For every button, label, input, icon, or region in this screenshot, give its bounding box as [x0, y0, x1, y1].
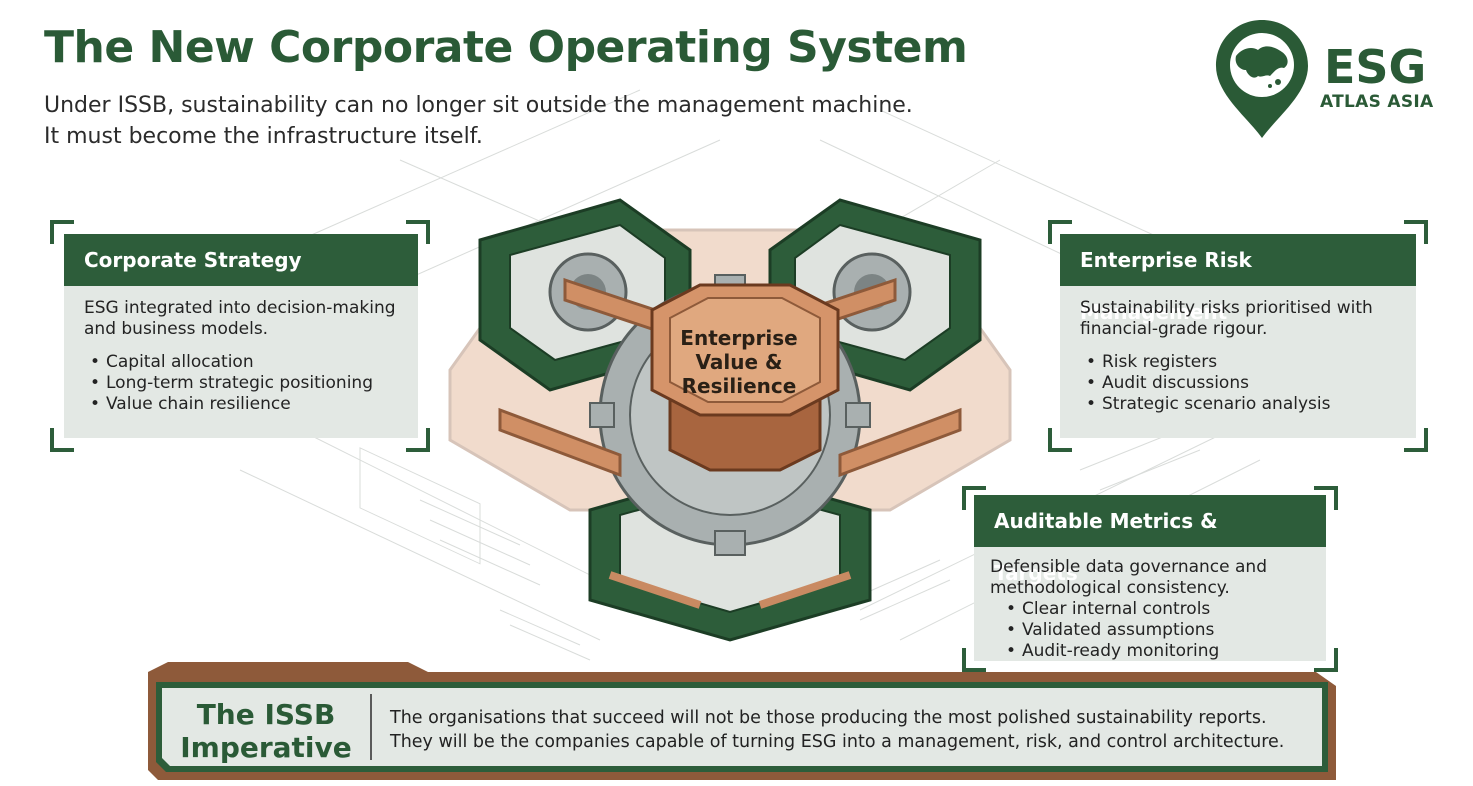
card-bullet-list: Capital allocation Long-term strategic p…	[84, 352, 398, 415]
list-item: Clear internal controls	[1000, 599, 1310, 620]
subtitle-line-1: Under ISSB, sustainability can no longer…	[44, 93, 913, 118]
subtitle-line-2: It must become the infrastructure itself…	[44, 124, 483, 149]
page-subtitle: Under ISSB, sustainability can no longer…	[44, 90, 1094, 152]
hub-label-line-1: Enterprise	[680, 326, 798, 350]
esg-atlas-asia-logo: ESG ATLAS ASIA	[1212, 18, 1462, 143]
card-bracket	[1314, 648, 1338, 672]
card-bullet-list: Risk registers Audit discussions Strateg…	[1080, 352, 1396, 415]
card-description: ESG integrated into decision-making and …	[84, 298, 398, 340]
logo-brand: ESG	[1324, 40, 1427, 94]
enterprise-risk-management-card: Enterprise Risk Management Sustainabilit…	[1060, 234, 1416, 438]
banner-frame	[148, 662, 1336, 780]
card-bullet-list: Clear internal controls Validated assump…	[990, 599, 1310, 662]
card-bracket	[50, 220, 74, 244]
banner-text-line: They will be the companies capable of tu…	[390, 732, 1285, 752]
hub-label-line-3: Resilience	[681, 374, 797, 398]
operating-system-machine-illustration	[448, 198, 1012, 642]
card-bracket	[406, 428, 430, 452]
list-item: Audit-ready monitoring	[1000, 641, 1310, 662]
card-body: Defensible data governance and methodolo…	[974, 547, 1326, 672]
card-description: Sustainability risks prioritised with fi…	[1080, 298, 1396, 340]
issb-imperative-banner: The ISSB Imperative The organisations th…	[148, 662, 1336, 780]
card-bracket	[406, 220, 430, 244]
card-bracket	[1404, 220, 1428, 244]
card-description-line: methodological consistency.	[990, 578, 1230, 598]
card-title: Enterprise Risk Management	[1060, 234, 1416, 324]
card-description-line: Defensible data governance and	[990, 557, 1267, 577]
list-item: Strategic scenario analysis	[1080, 394, 1396, 415]
card-description-line: and business models.	[84, 319, 269, 339]
page-title: The New Corporate Operating System	[44, 22, 968, 73]
card-bracket	[1048, 428, 1072, 452]
card-bracket	[962, 648, 986, 672]
banner-title-line: The ISSB	[196, 698, 336, 731]
card-description-line: ESG integrated into decision-making	[84, 298, 396, 318]
card-title: Auditable Metrics & Targets	[974, 495, 1326, 585]
list-item: Value chain resilience	[84, 394, 398, 415]
banner-title-line: Imperative	[180, 731, 352, 764]
list-item: Risk registers	[1080, 352, 1396, 373]
corporate-strategy-card: Corporate Strategy ESG integrated into d…	[64, 234, 418, 438]
card-bracket	[50, 428, 74, 452]
list-item: Long-term strategic positioning	[84, 373, 398, 394]
logo-subtitle: ATLAS ASIA	[1320, 92, 1434, 112]
card-description-line: Sustainability risks prioritised with	[1080, 298, 1373, 318]
banner-divider	[370, 694, 372, 760]
card-body: ESG integrated into decision-making and …	[64, 286, 418, 427]
card-bracket	[1404, 428, 1428, 452]
list-item: Capital allocation	[84, 352, 398, 373]
hub-label: Enterprise Value & Resilience	[655, 326, 823, 398]
card-description-line: financial-grade rigour.	[1080, 319, 1268, 339]
map-pin-globe-icon	[1216, 20, 1308, 138]
card-description: Defensible data governance and methodolo…	[990, 557, 1310, 599]
enterprise-value-core	[650, 283, 840, 472]
card-body: Sustainability risks prioritised with fi…	[1060, 286, 1416, 427]
card-bracket	[1314, 486, 1338, 510]
list-item: Validated assumptions	[1000, 620, 1310, 641]
auditable-metrics-card: Auditable Metrics & Targets Defensible d…	[974, 495, 1326, 662]
card-title: Corporate Strategy	[64, 234, 418, 286]
banner-title: The ISSB Imperative	[178, 698, 354, 764]
list-item: Audit discussions	[1080, 373, 1396, 394]
banner-text: The organisations that succeed will not …	[390, 706, 1284, 754]
card-bracket	[1048, 220, 1072, 244]
banner-text-line: The organisations that succeed will not …	[390, 708, 1267, 728]
card-bracket	[962, 486, 986, 510]
hub-label-line-2: Value &	[695, 350, 783, 374]
